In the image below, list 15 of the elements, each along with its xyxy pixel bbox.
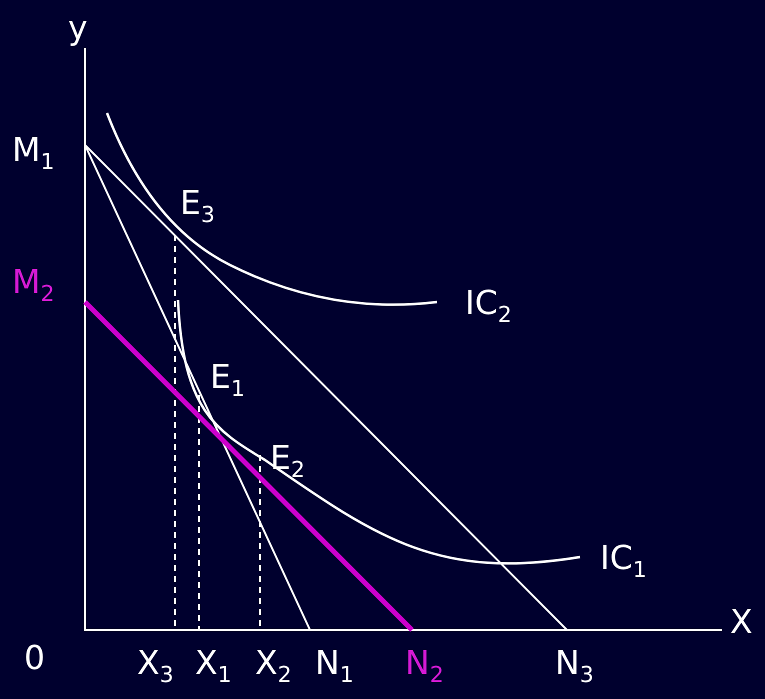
- point-label: N$_{1}$: [315, 643, 354, 683]
- point-label: X$_{3}$: [137, 643, 174, 683]
- point-label: M$_{1}$: [12, 130, 54, 170]
- point-label: M$_{2}$: [12, 262, 54, 302]
- point-label: N$_{2}$: [405, 643, 444, 683]
- axis-label: y: [68, 8, 88, 48]
- curve-label: IC$_{2}$: [465, 283, 512, 323]
- axis-label: X: [730, 602, 753, 642]
- point-label: N$_{3}$: [555, 643, 594, 683]
- curve-label: IC$_{1}$: [600, 538, 647, 578]
- point-label: X$_{1}$: [195, 643, 232, 683]
- point-label: X$_{2}$: [255, 643, 292, 683]
- origin-label: 0: [24, 638, 45, 678]
- point-label: E$_{1}$: [210, 357, 245, 397]
- point-label: E$_{3}$: [180, 183, 215, 223]
